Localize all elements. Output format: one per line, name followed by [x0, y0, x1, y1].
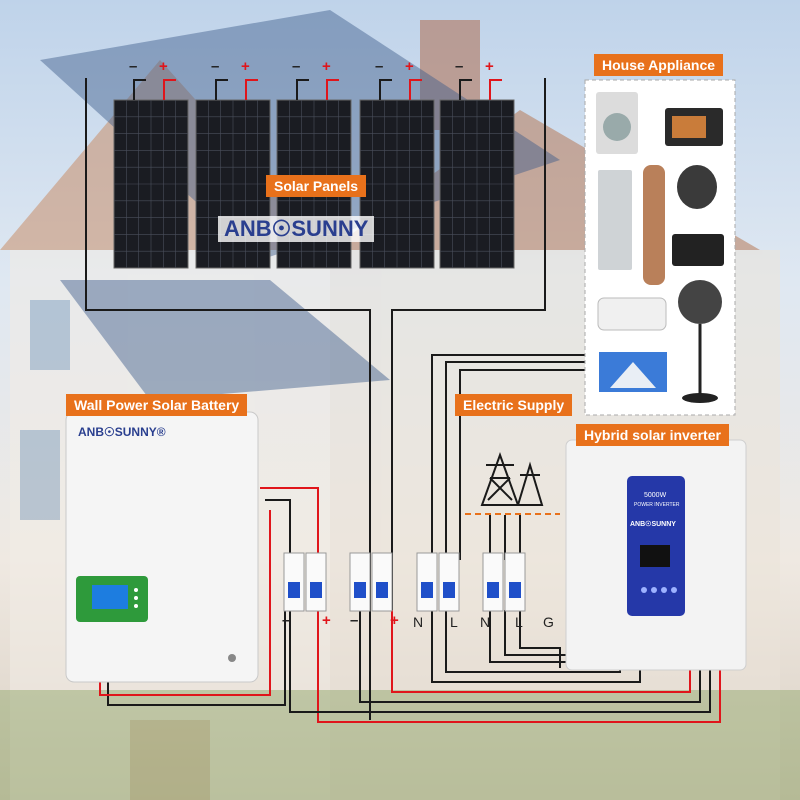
- wall-battery: [65, 411, 259, 683]
- label-solar-panels: Solar Panels: [266, 175, 367, 197]
- label-house-appliance: House Appliance: [594, 54, 724, 76]
- inverter-brand-logo: ANB☉SUNNY: [630, 521, 676, 528]
- panel-minus-sign: –: [455, 58, 464, 75]
- panel-plus-sign: +: [485, 58, 494, 75]
- solar-panel: [439, 79, 515, 269]
- house-background: [0, 20, 800, 800]
- battery-brand-logo: ANB☉SUNNY®: [78, 425, 166, 439]
- breaker-row: [283, 552, 526, 612]
- panel-minus-sign: –: [129, 58, 138, 75]
- terminal-l-2: L: [515, 614, 523, 630]
- hybrid-inverter: [565, 439, 747, 671]
- panel-plus-sign: +: [405, 58, 414, 75]
- standing-fan-icon: [678, 280, 722, 324]
- panel-plus-sign: +: [159, 58, 168, 75]
- panel-minus-sign: –: [375, 58, 384, 75]
- circuit-breaker: [482, 552, 526, 612]
- panel-plus-sign: +: [241, 58, 250, 75]
- inverter-rating: 5000W: [644, 492, 667, 499]
- label-electric-supply: Electric Supply: [455, 394, 573, 416]
- panel-brand-logo: ANB☉SUNNY: [218, 216, 375, 242]
- inverter-subtitle: POWER INVERTER: [634, 502, 680, 508]
- terminal-l-1: L: [450, 614, 458, 630]
- circuit-breaker: [416, 552, 460, 612]
- terminal-battery-plus: +: [322, 612, 331, 629]
- rice-cooker-icon: [677, 165, 717, 209]
- tower-fan-icon: [643, 165, 665, 285]
- label-wall-battery: Wall Power Solar Battery: [66, 394, 248, 416]
- panel-minus-sign: –: [211, 58, 220, 75]
- terminal-g: G: [543, 614, 554, 630]
- appliance-board: [584, 79, 736, 416]
- terminal-pv-plus: +: [390, 612, 399, 629]
- battery-port-icon: [228, 654, 236, 662]
- panel-minus-sign: –: [292, 58, 301, 75]
- circuit-breaker: [283, 552, 327, 612]
- microwave-icon: [672, 234, 724, 266]
- wiring: [85, 78, 721, 723]
- refrigerator-icon: [598, 170, 632, 270]
- circuit-breaker: [349, 552, 393, 612]
- terminal-n-1: N: [413, 614, 424, 630]
- terminal-pv-minus: –: [350, 612, 359, 629]
- air-conditioner-icon: [597, 297, 667, 331]
- solar-panel-array: [113, 79, 515, 269]
- panel-plus-sign: +: [322, 58, 331, 75]
- power-pylon-icon: [480, 452, 544, 506]
- terminal-battery-minus: –: [282, 612, 291, 629]
- inverter-lcd: [640, 545, 670, 567]
- label-hybrid-inverter: Hybrid solar inverter: [576, 424, 729, 446]
- terminal-n-2: N: [480, 614, 491, 630]
- solar-panel: [113, 79, 189, 269]
